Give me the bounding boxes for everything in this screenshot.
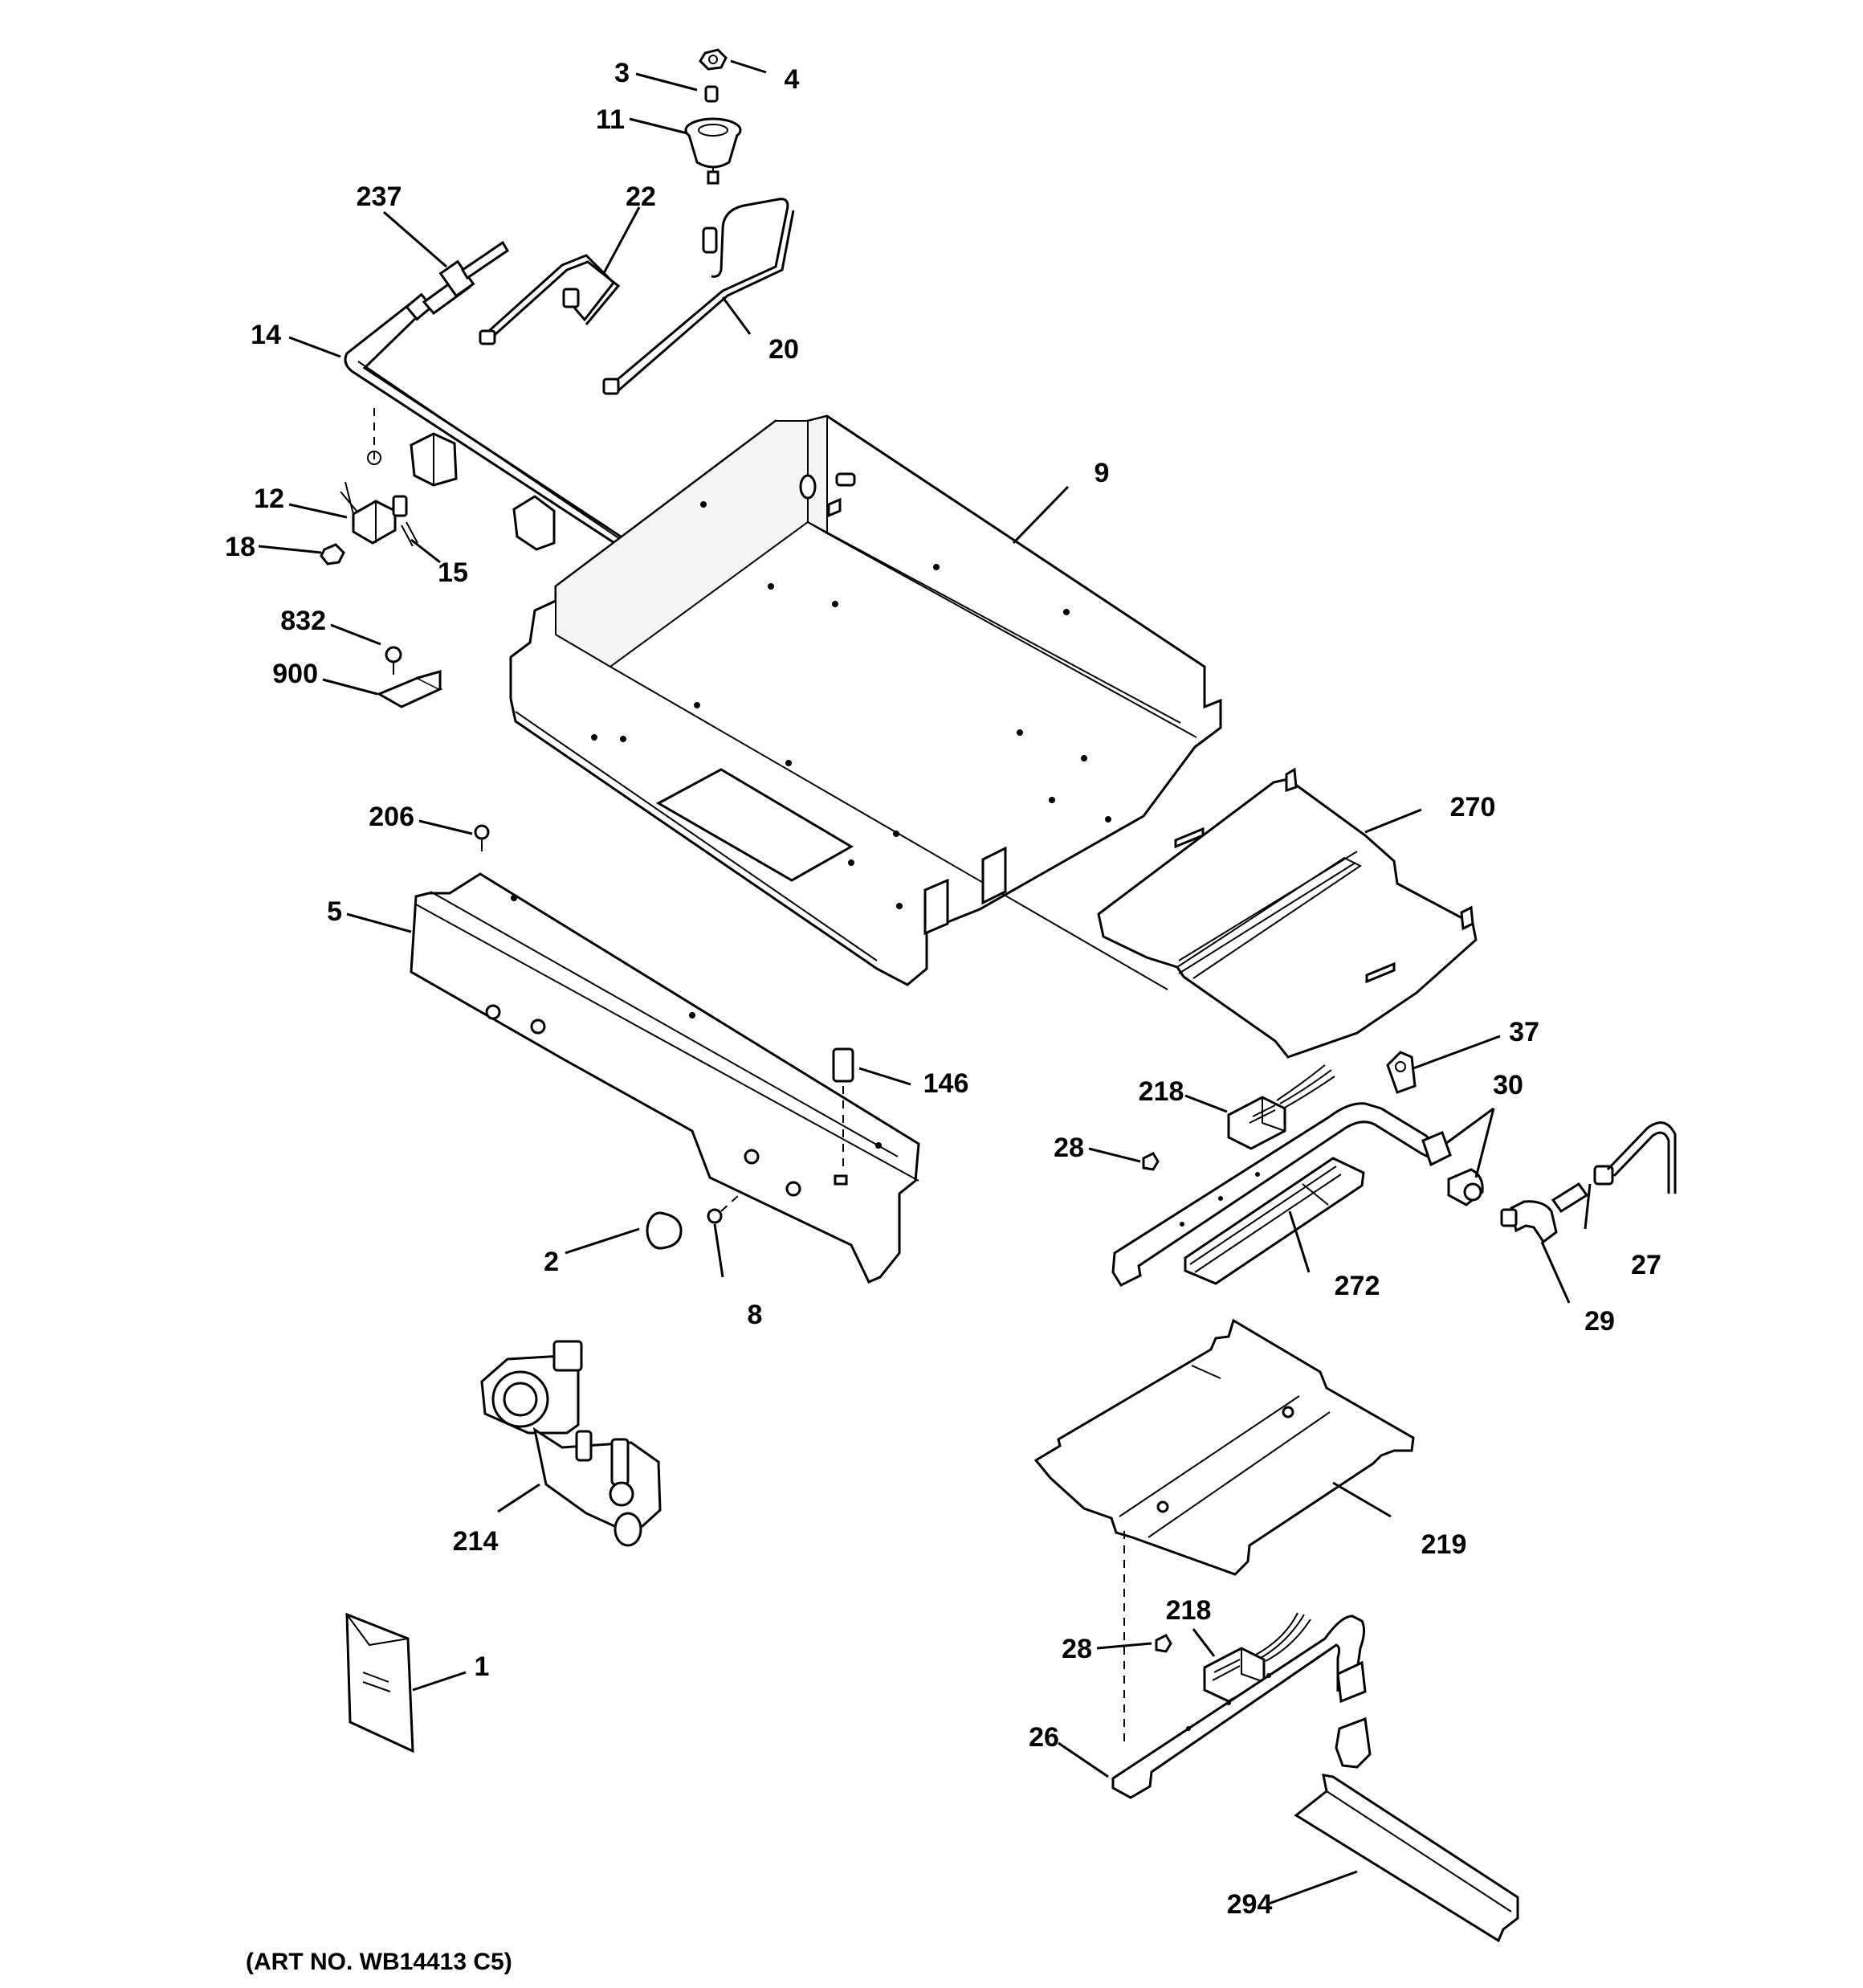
part-11-burner-head xyxy=(684,117,742,185)
callout-29: 29 xyxy=(1584,1306,1615,1337)
part-832-screw xyxy=(385,646,402,675)
part-3-orifice xyxy=(704,85,719,103)
part-214-gas-valve xyxy=(480,1340,662,1547)
callout-11: 11 xyxy=(596,104,625,135)
callout-28-upper: 28 xyxy=(1054,1133,1084,1163)
callout-37: 37 xyxy=(1509,1017,1539,1047)
part-5-manifold-panel xyxy=(410,872,920,1284)
callout-146: 146 xyxy=(923,1068,969,1099)
part-219-shield xyxy=(1033,1318,1415,1576)
part-1-literature xyxy=(345,1612,414,1753)
part-28-clip xyxy=(1142,1152,1160,1171)
callout-2: 2 xyxy=(544,1247,559,1277)
part-22-gas-tube xyxy=(479,254,621,345)
callout-30: 30 xyxy=(1493,1070,1523,1100)
callout-27: 27 xyxy=(1631,1250,1661,1280)
part-2-knob xyxy=(646,1211,683,1250)
callout-28-lower: 28 xyxy=(1062,1634,1092,1664)
callout-272: 272 xyxy=(1335,1271,1380,1301)
part-washer xyxy=(367,451,381,465)
callout-832: 832 xyxy=(280,606,326,636)
art-number: (ART NO. WB14413 C5) xyxy=(246,1949,512,1975)
part-900-bracket xyxy=(376,670,443,708)
callout-270: 270 xyxy=(1450,792,1496,823)
part-206-screw xyxy=(474,824,490,851)
part-9-burner-box xyxy=(509,414,1222,990)
callout-22: 22 xyxy=(626,182,656,212)
callout-294: 294 xyxy=(1227,1889,1273,1920)
callout-3: 3 xyxy=(614,58,630,88)
callout-8: 8 xyxy=(748,1300,763,1330)
callout-1: 1 xyxy=(475,1651,490,1682)
part-28-clip xyxy=(1155,1634,1172,1653)
callout-4: 4 xyxy=(785,64,800,95)
callout-219: 219 xyxy=(1421,1529,1467,1560)
callout-218-lower: 218 xyxy=(1166,1595,1212,1626)
part-26-broil-burner xyxy=(1111,1614,1372,1799)
part-30-air-shutter xyxy=(1447,1168,1484,1206)
callout-15: 15 xyxy=(438,557,468,588)
callout-14: 14 xyxy=(251,320,281,350)
callout-900: 900 xyxy=(272,659,318,689)
callout-206: 206 xyxy=(369,802,414,832)
part-270-shield xyxy=(1097,767,1478,1059)
part-237-fitting xyxy=(422,240,510,316)
part-37-cap xyxy=(1386,1051,1417,1094)
callout-20: 20 xyxy=(768,334,799,365)
callout-9: 9 xyxy=(1095,458,1110,488)
callout-12: 12 xyxy=(254,484,284,514)
part-8-screw xyxy=(707,1194,740,1224)
part-146-clip xyxy=(832,1047,854,1170)
callout-5: 5 xyxy=(327,896,342,927)
part-218-igniter xyxy=(1227,1064,1335,1150)
callout-labels: 3 4 11 237 22 20 14 9 12 15 18 832 900 2… xyxy=(225,58,1661,1975)
callout-237: 237 xyxy=(357,182,402,212)
part-4-nut xyxy=(699,48,728,71)
callout-218-upper: 218 xyxy=(1139,1076,1184,1107)
part-29-elbow xyxy=(1500,1182,1589,1244)
callout-214: 214 xyxy=(453,1526,499,1557)
part-12-valve xyxy=(340,481,418,547)
part-294-shield xyxy=(1294,1774,1519,1943)
part-20-gas-tube xyxy=(602,198,795,395)
part-272-shield xyxy=(1184,1157,1365,1285)
callout-18: 18 xyxy=(225,532,255,562)
bake-burner xyxy=(1111,1102,1452,1287)
part-27-fitting xyxy=(1593,1121,1677,1194)
leader-lines xyxy=(258,59,1592,1905)
part-18-nut xyxy=(320,543,345,565)
callout-26: 26 xyxy=(1029,1722,1059,1753)
